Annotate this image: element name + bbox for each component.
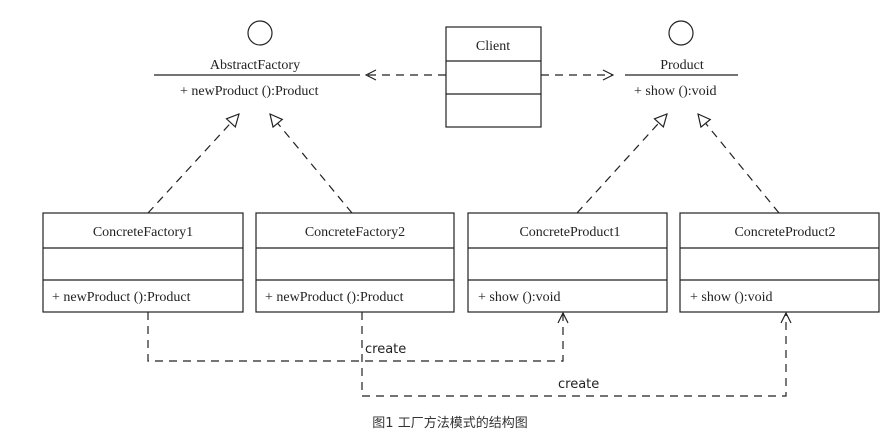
concrete-product2-box <box>679 212 880 313</box>
product-name: Product <box>660 58 704 73</box>
concrete-factory2-name: ConcreteFactory2 <box>305 225 405 240</box>
product-interface: Product + show ():void <box>625 20 738 99</box>
concrete-product2-realizes-product <box>698 114 780 214</box>
abstract-factory-name: AbstractFactory <box>210 58 300 73</box>
create-label-2: create <box>558 377 599 392</box>
concrete-factory2-realizes-abstract-factory <box>270 114 353 214</box>
concrete-factory1-class: ConcreteFactory1 + newProduct ():Product <box>42 212 244 313</box>
concrete-factory1-method: + newProduct ():Product <box>52 290 191 305</box>
create-label-1: create <box>365 342 406 357</box>
concrete-factory2-box <box>255 212 455 313</box>
abstract-factory-interface-icon <box>247 20 273 46</box>
abstract-factory-interface: AbstractFactory + newProduct ():Product <box>154 20 360 99</box>
product-method: + show ():void <box>634 84 717 99</box>
concrete-factory1-box <box>42 212 244 313</box>
concrete-product2-method: + show ():void <box>690 290 773 305</box>
concrete-factory1-name: ConcreteFactory1 <box>93 225 193 240</box>
create-dependency-2 <box>361 312 786 397</box>
concrete-product1-name: ConcreteProduct1 <box>519 225 620 240</box>
product-interface-icon <box>668 20 694 46</box>
client-class: Client <box>445 26 542 128</box>
concrete-product2-class: ConcreteProduct2 + show ():void <box>679 212 880 313</box>
concrete-product1-method: + show ():void <box>478 290 561 305</box>
concrete-factory1-realizes-abstract-factory <box>147 114 239 214</box>
create-dependency-1 <box>147 312 563 362</box>
concrete-factory2-class: ConcreteFactory2 + newProduct ():Product <box>255 212 455 313</box>
abstract-factory-method: + newProduct ():Product <box>180 84 319 99</box>
concrete-product1-realizes-product <box>576 114 667 214</box>
client-box <box>445 26 542 128</box>
concrete-product2-name: ConcreteProduct2 <box>734 225 835 240</box>
concrete-factory2-method: + newProduct ():Product <box>265 290 404 305</box>
figure-caption: 图1 工厂方法模式的结构图 <box>372 415 527 431</box>
concrete-product1-class: ConcreteProduct1 + show ():void <box>467 212 668 313</box>
client-name: Client <box>476 39 510 54</box>
concrete-product1-box <box>467 212 668 313</box>
